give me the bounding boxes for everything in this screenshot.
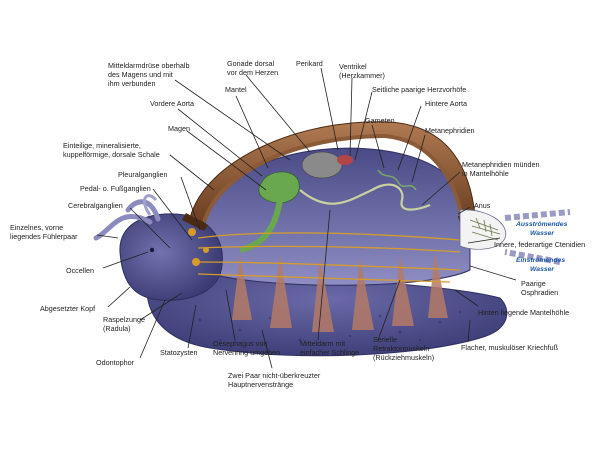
label-perikard: Perikard bbox=[296, 59, 323, 68]
label-mantelhoehle: Hinten liegende Mantelhöhle bbox=[478, 308, 569, 317]
label-magen: Magen bbox=[168, 124, 190, 133]
label-ventrikel: Ventrikel(Herzkammer) bbox=[339, 62, 385, 80]
label-herzvorhoefe: Seitliche paarige Herzvorhöfe bbox=[372, 85, 466, 94]
label-vordere-aorta: Vordere Aorta bbox=[150, 99, 194, 108]
label-pleuralganglien: Pleuralganglien bbox=[118, 170, 168, 179]
label-kopf: Abgesetzter Kopf bbox=[40, 304, 95, 313]
label-statozysten: Statozysten bbox=[160, 348, 198, 357]
label-cerebralganglien: Cerebralganglien bbox=[68, 201, 123, 210]
label-gameten: Gameten bbox=[365, 116, 395, 125]
label-metanephridien: Metanephridien bbox=[425, 126, 475, 135]
label-anus: Anus bbox=[474, 201, 491, 210]
label-schale: Einteilige, mineralisierte,kuppelförmige… bbox=[63, 141, 160, 159]
label-pedalganglien: Pedal- o. Fußganglien bbox=[80, 184, 151, 193]
label-occellen: Occellen bbox=[66, 266, 94, 275]
head bbox=[120, 214, 222, 300]
label-kriechfuss: Flacher, muskulöser Kriechfuß bbox=[461, 343, 559, 352]
snail-body bbox=[96, 122, 570, 356]
label-hintere-aorta: Hintere Aorta bbox=[425, 99, 467, 108]
pericardium bbox=[337, 155, 353, 165]
label-odontophor: Odontophor bbox=[96, 358, 135, 367]
digestive-gland bbox=[302, 152, 342, 178]
label-ctenidien: Innere, federartige Ctenidien bbox=[494, 240, 585, 249]
label-radula: Raspelzunge(Radula) bbox=[103, 315, 145, 333]
label-mantel: Mantel bbox=[225, 85, 247, 94]
water-out-arrow bbox=[505, 212, 570, 218]
